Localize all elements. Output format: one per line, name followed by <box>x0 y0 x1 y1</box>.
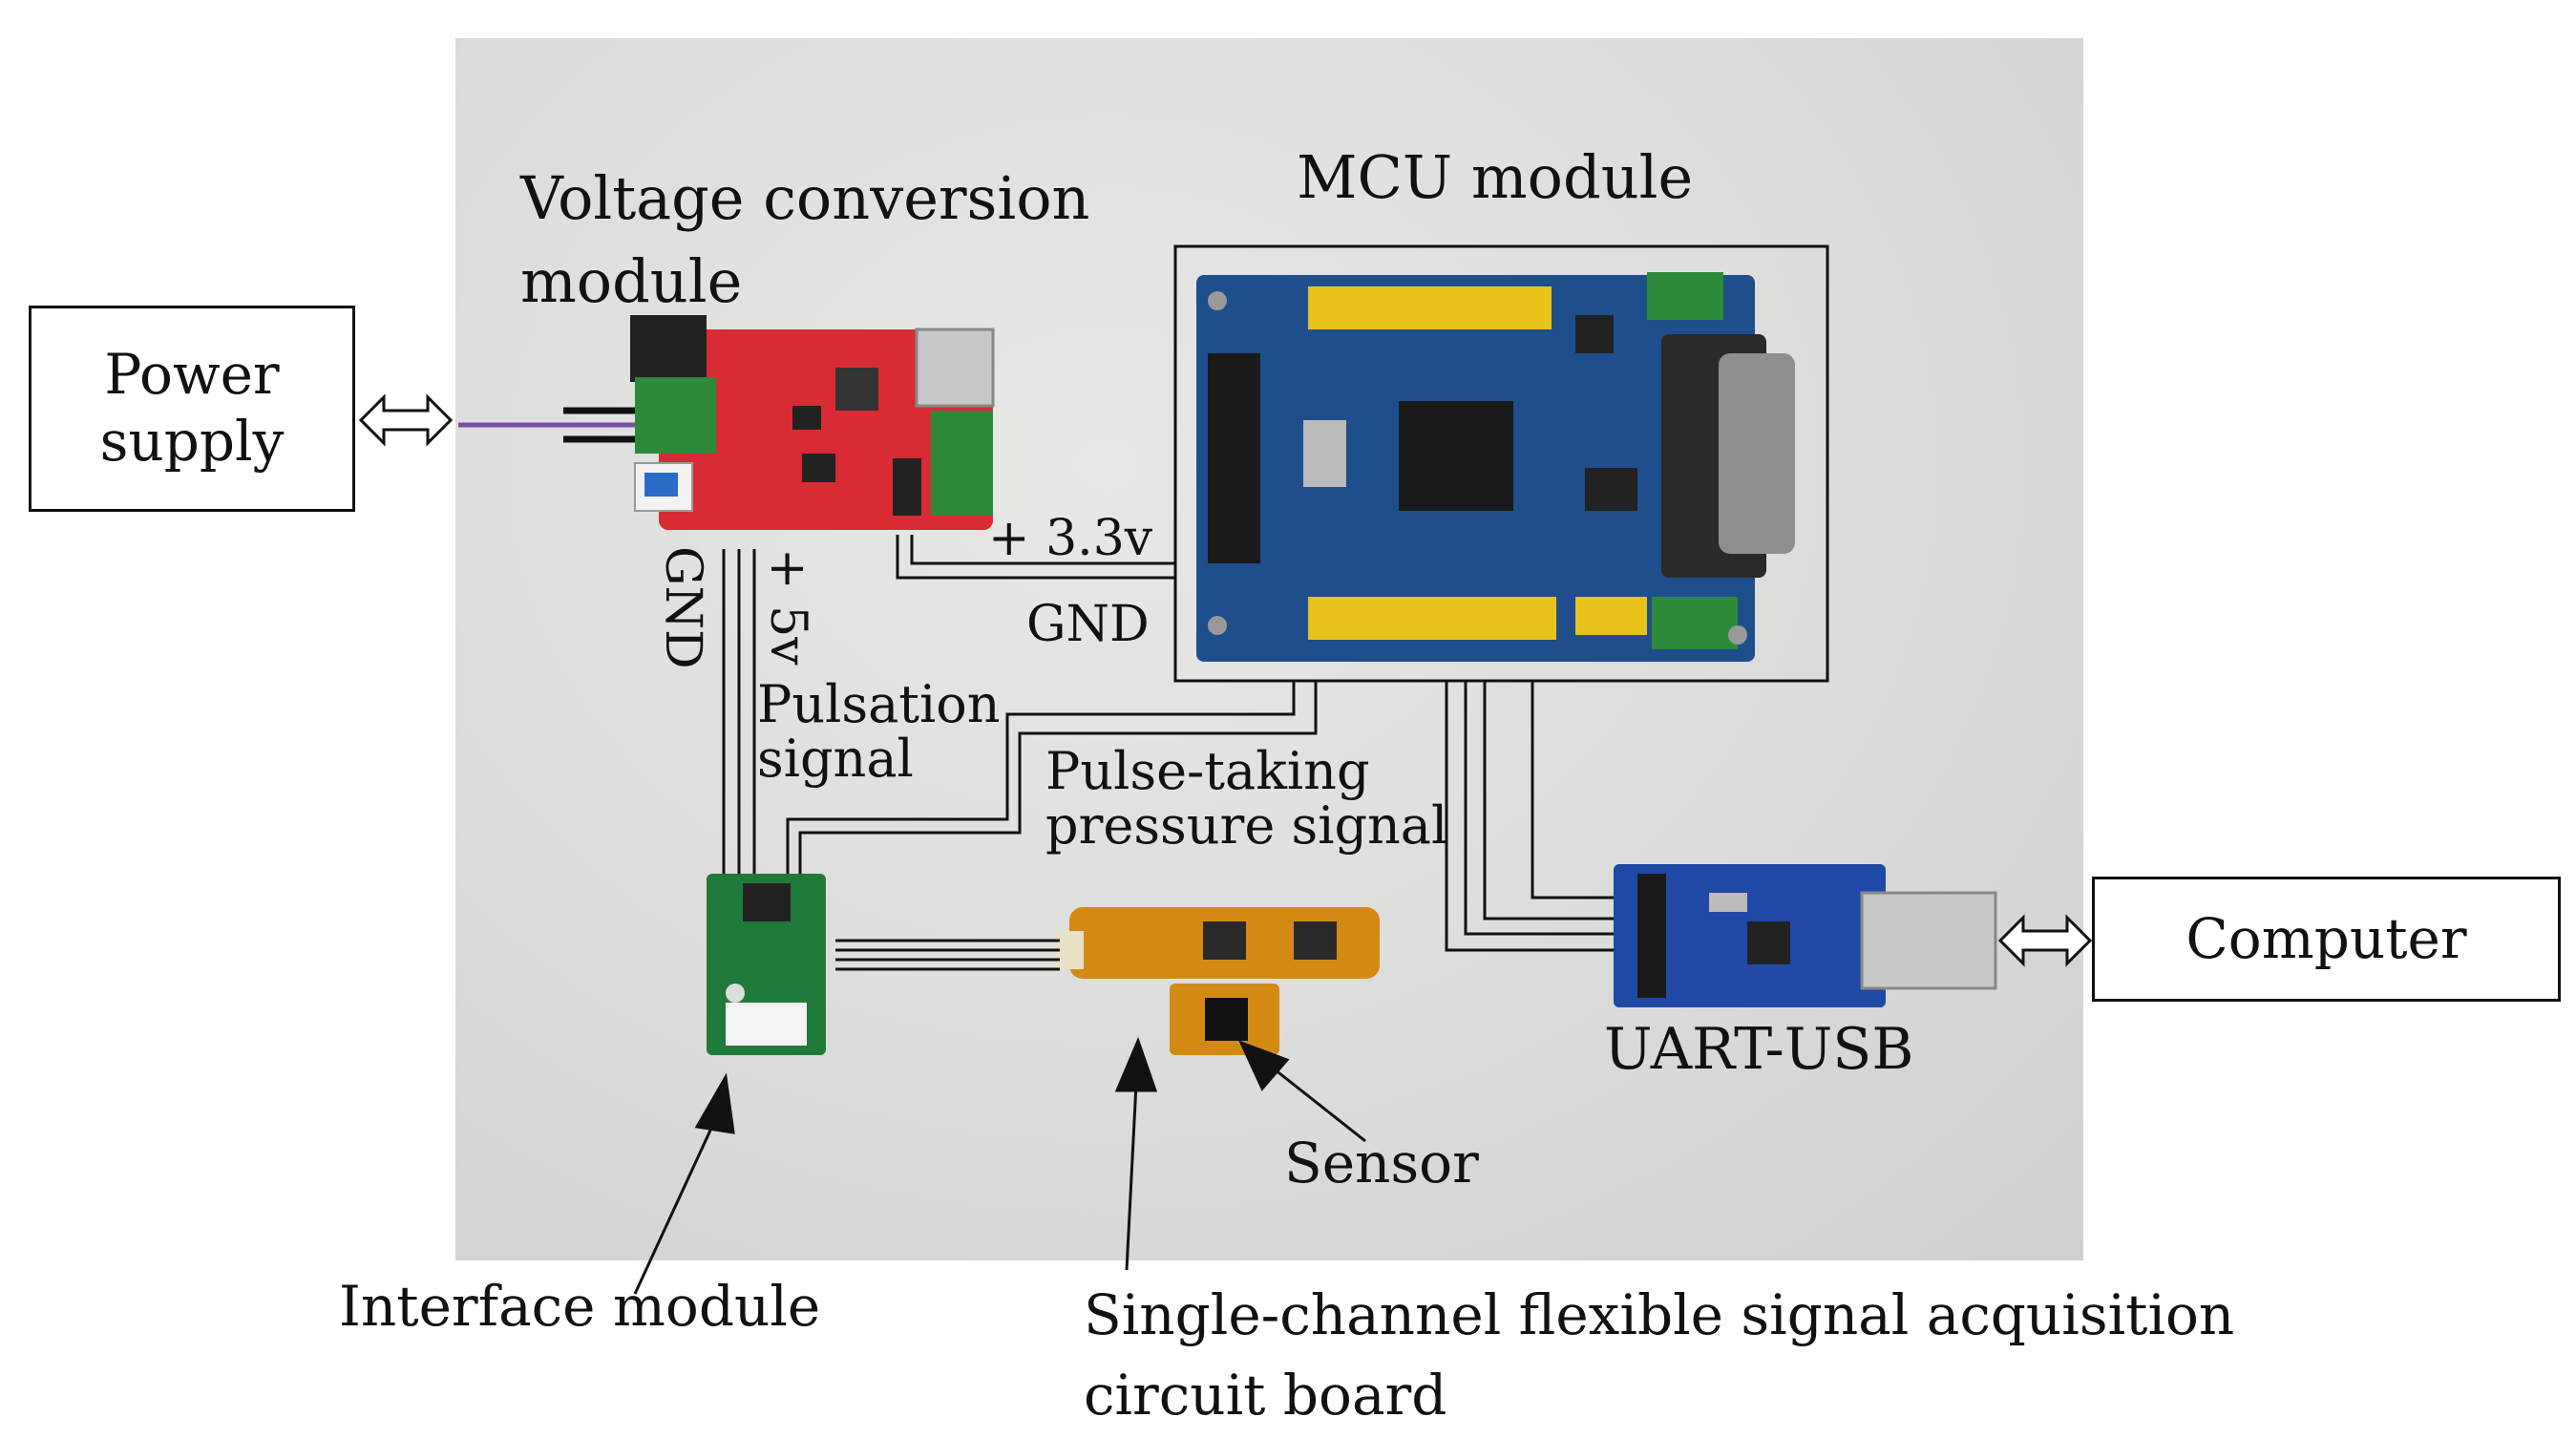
computer-box: Computer <box>2092 877 2561 1002</box>
voltage-module-label: Voltage conversion module <box>520 163 1090 316</box>
mcu-module-label: MCU module <box>1297 142 1694 212</box>
uart-usb-board <box>1614 864 1997 1007</box>
double-arrow-power <box>358 393 454 447</box>
pointer-arrows <box>633 1036 1366 1295</box>
sensor-label: Sensor <box>1284 1131 1479 1196</box>
pulsation-signal-label: Pulsation signal <box>757 674 1001 789</box>
power-supply-label: Power supply <box>99 342 285 474</box>
wiring <box>722 535 1614 971</box>
voltage-conversion-board <box>458 315 995 530</box>
plus-3-3v-label: + 3.3v <box>988 510 1153 567</box>
acquisition-board-label: Single-channel flexible signal acquisiti… <box>1084 1282 2235 1428</box>
power-supply-box: Power supply <box>29 306 355 512</box>
interface-board <box>707 874 826 1055</box>
flexible-acquisition-board <box>1055 907 1380 1055</box>
interface-module-label: Interface module <box>339 1274 821 1339</box>
computer-label: Computer <box>2185 905 2467 971</box>
double-arrow-computer <box>1997 914 2093 967</box>
gnd-left-label: GND <box>654 546 711 669</box>
mcu-outline-box <box>1173 244 1829 683</box>
uart-usb-label: UART-USB <box>1604 1016 1914 1083</box>
gnd-right-label: GND <box>1026 596 1150 653</box>
plus-5v-label: + 5v <box>759 548 816 666</box>
pulse-taking-pressure-label: Pulse-taking pressure signal <box>1045 741 1448 856</box>
mcu-board <box>1196 272 1795 662</box>
